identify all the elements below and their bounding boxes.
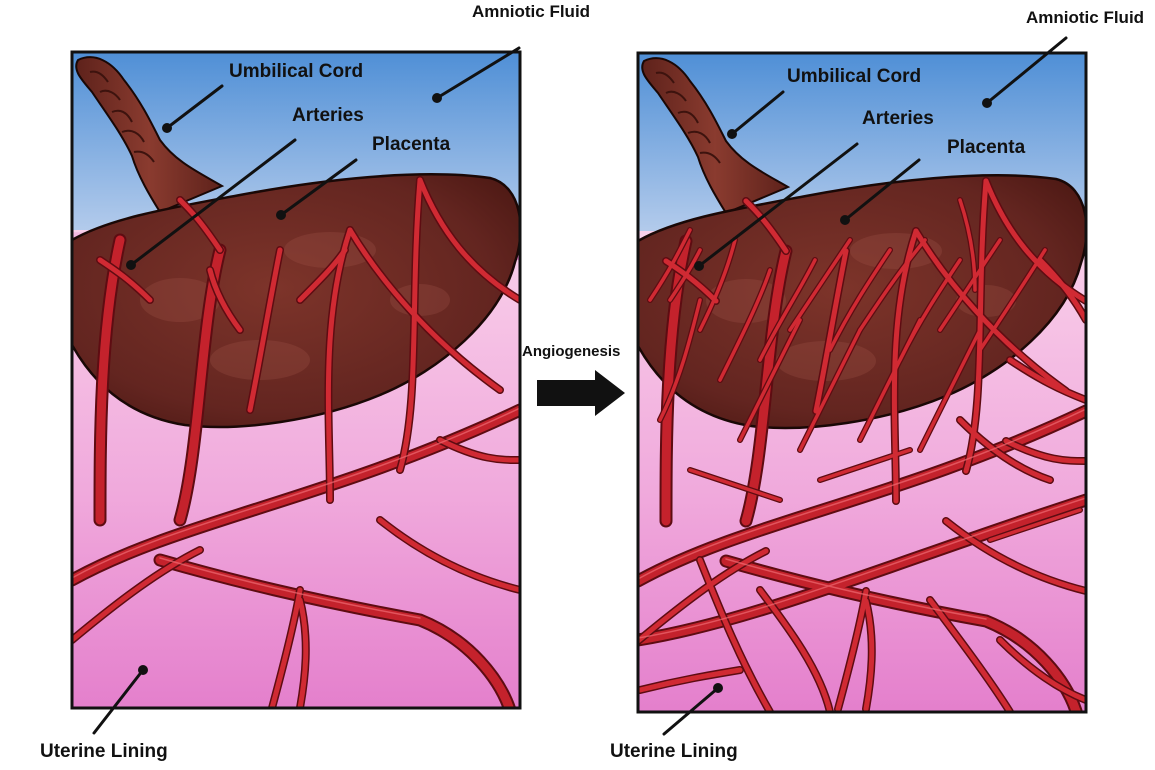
placenta [72, 173, 520, 429]
leader-amniotic-fluid [985, 36, 1068, 105]
label-umbilical-cord: Umbilical Cord [787, 66, 921, 87]
marker-umbilical-cord [162, 123, 172, 133]
label-angiogenesis: Angiogenesis [522, 343, 620, 360]
leader-uterine-lining [92, 668, 145, 735]
label-arteries: Arteries [862, 108, 934, 129]
leader-arteries [129, 138, 297, 267]
marker-arteries [126, 260, 136, 270]
umbilical-cord [75, 56, 225, 214]
leader-amniotic-fluid [435, 46, 521, 100]
placenta [638, 174, 1086, 430]
leader-placenta [843, 158, 921, 222]
panel-before: Amniotic Fluid Umbilical Cord Arteries P… [40, 2, 590, 762]
marker-uterine-lining [713, 683, 723, 693]
label-placenta: Placenta [947, 137, 1026, 158]
marker-placenta [276, 210, 286, 220]
panel-before-frame [70, 50, 522, 710]
marker-placenta [840, 215, 850, 225]
label-arteries: Arteries [292, 105, 364, 126]
panel-after-frame [636, 51, 1088, 714]
leader-placenta [279, 158, 358, 217]
label-uterine-lining: Uterine Lining [40, 741, 168, 762]
label-umbilical-cord: Umbilical Cord [229, 61, 363, 82]
process-indicator: Angiogenesis [522, 343, 625, 416]
leader-arteries [697, 142, 859, 268]
leader-uterine-lining [662, 686, 720, 736]
marker-arteries [694, 261, 704, 271]
marker-amniotic-fluid [432, 93, 442, 103]
label-uterine-lining: Uterine Lining [610, 741, 738, 762]
label-amniotic-fluid: Amniotic Fluid [1026, 8, 1144, 27]
umbilical-cord [641, 57, 791, 215]
leader-umbilical-cord [165, 84, 224, 130]
marker-umbilical-cord [727, 129, 737, 139]
label-placenta: Placenta [372, 134, 451, 155]
leader-umbilical-cord [730, 90, 785, 136]
right-arrow-icon [537, 370, 625, 416]
marker-uterine-lining [138, 665, 148, 675]
label-amniotic-fluid: Amniotic Fluid [472, 2, 590, 21]
arteries-network [638, 177, 1086, 712]
panel-after: Amniotic Fluid Umbilical Cord Arteries P… [610, 8, 1144, 762]
arteries-network [72, 176, 520, 708]
marker-amniotic-fluid [982, 98, 992, 108]
